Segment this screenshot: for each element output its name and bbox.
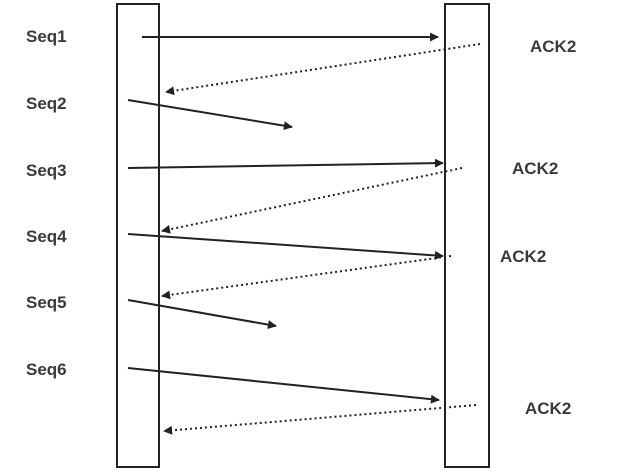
seq-label-4: Seq4 xyxy=(26,227,67,246)
seq6-arrow xyxy=(127,367,440,404)
ack-label-2: ACK2 xyxy=(512,159,558,178)
seq-label-2: Seq2 xyxy=(26,94,67,113)
ack-label-4: ACK2 xyxy=(525,399,571,418)
ack2-arrow-1 xyxy=(165,43,481,96)
ack-label-1: ACK2 xyxy=(530,37,576,56)
seq4-arrow xyxy=(127,233,444,260)
seq-label-1: Seq1 xyxy=(26,27,67,46)
seq3-arrow xyxy=(127,158,444,169)
ack2-arrow-4 xyxy=(163,404,477,435)
seq5-arrow-lost xyxy=(127,299,277,330)
seq-label-3: Seq3 xyxy=(26,161,67,180)
seq2-arrow-lost xyxy=(127,99,293,131)
receiver-lifeline xyxy=(444,3,490,468)
ack2-arrow-3 xyxy=(161,255,452,300)
seq-label-6: Seq6 xyxy=(26,360,67,379)
seq-label-5: Seq5 xyxy=(26,293,67,312)
ack-label-3: ACK2 xyxy=(500,247,546,266)
ack2-arrow-2 xyxy=(161,167,463,234)
